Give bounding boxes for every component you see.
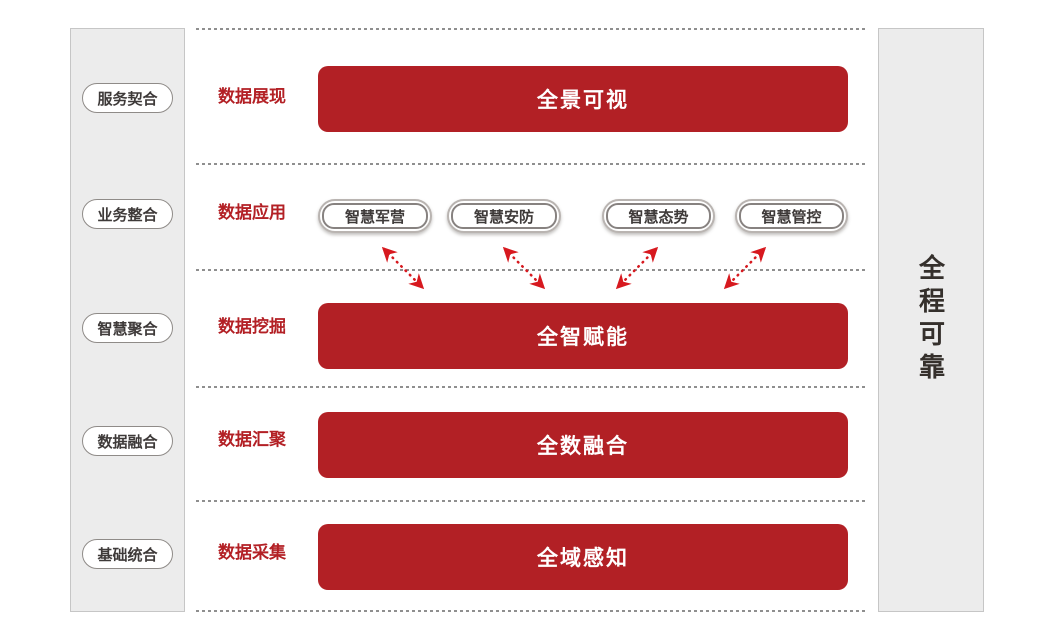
left-capability-panel: 服务契合 业务整合 智慧聚合 数据融合 基础统合: [70, 28, 185, 612]
layer-bar-panorama: 全景可视: [318, 66, 848, 132]
arrow-camp-to-intelligence: [381, 246, 425, 290]
capability-pill-business: 业务整合: [82, 199, 173, 229]
layer-bar-sensing: 全域感知: [318, 524, 848, 590]
dotted-divider: [196, 163, 868, 165]
capability-pill-label: 业务整合: [97, 206, 158, 224]
arrow-control-to-intelligence: [723, 246, 767, 290]
arrow-situation-to-intelligence: [615, 246, 659, 290]
capability-pill-label: 基础统合: [97, 546, 158, 564]
app-pill-label: 智慧管控: [739, 203, 844, 229]
dotted-divider: [196, 28, 868, 30]
dotted-divider: [196, 269, 868, 271]
app-pill-label: 智慧安防: [451, 203, 557, 229]
dotted-divider: [196, 610, 868, 612]
layer-bar-label: 全景可视: [537, 89, 629, 112]
capability-pill-wisdom: 智慧聚合: [82, 313, 173, 343]
arrow-security-to-intelligence: [502, 246, 546, 290]
capability-pill-label: 数据融合: [97, 433, 158, 451]
layer-bar-label: 全智赋能: [537, 326, 629, 349]
dotted-divider: [196, 386, 868, 388]
layer-bar-label: 全数融合: [537, 435, 629, 458]
layer-bar-intelligence: 全智赋能: [318, 303, 848, 369]
app-pill-control: 智慧管控: [735, 199, 848, 233]
row-label-apply: 数据应用: [218, 203, 286, 222]
capability-pill-foundation: 基础统合: [82, 539, 173, 569]
layer-bar-fusion: 全数融合: [318, 412, 848, 478]
app-pill-camp: 智慧军营: [318, 199, 432, 233]
capability-pill-label: 智慧聚合: [97, 320, 158, 338]
capability-pill-label: 服务契合: [97, 90, 158, 108]
right-assurance-panel: 全程可靠: [878, 28, 984, 612]
dotted-divider: [196, 500, 868, 502]
row-label-collect: 数据采集: [218, 543, 286, 562]
row-label-mining: 数据挖掘: [218, 317, 286, 336]
app-pill-situation: 智慧态势: [602, 199, 715, 233]
app-pill-label: 智慧军营: [322, 203, 428, 229]
capability-pill-service: 服务契合: [82, 83, 173, 113]
row-label-display: 数据展现: [218, 87, 286, 106]
app-pill-label: 智慧态势: [606, 203, 711, 229]
assurance-vertical-label: 全程可靠: [915, 254, 946, 386]
layer-bar-label: 全域感知: [537, 547, 629, 570]
capability-pill-data: 数据融合: [82, 426, 173, 456]
row-label-aggregate: 数据汇聚: [218, 430, 286, 449]
app-pill-security: 智慧安防: [447, 199, 561, 233]
